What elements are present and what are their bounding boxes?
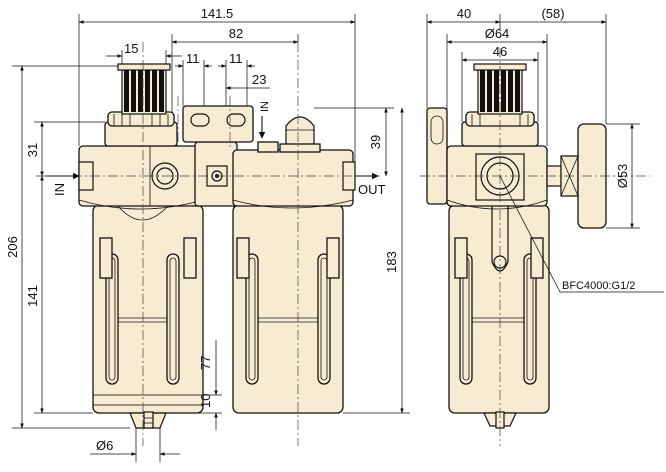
dim-lubricator-height: 183 xyxy=(343,107,410,414)
filter-guard-left xyxy=(99,237,113,279)
dim-text-lubricator-cap-height: 39 xyxy=(368,135,383,149)
knob-body xyxy=(121,65,167,115)
dim-drain-diameter: Ø6 xyxy=(90,428,180,462)
dim-gauge-depth: (58) xyxy=(500,6,607,124)
lubricator-plug xyxy=(257,141,279,153)
regulator-knob xyxy=(117,63,171,115)
dim-text-upper-height: 31 xyxy=(25,143,40,157)
dim-text-bowl-diameter: Ø64 xyxy=(485,26,510,41)
dim-overall-height: 206 xyxy=(5,65,130,429)
filter-drain-stem xyxy=(143,411,154,429)
connector-block xyxy=(182,105,254,207)
dim-text-lower-height: 141 xyxy=(25,285,40,307)
inlet-small-label: IN xyxy=(259,101,271,112)
dim-text-drain-gap-a: 10 xyxy=(198,394,213,408)
dim-overall-width: 141.5 xyxy=(78,6,356,162)
dim-text-drain-diameter: Ø6 xyxy=(96,438,113,453)
dim-inlet-outlet-span: 82 xyxy=(171,26,299,112)
front-view: IN OUT IN 141.5 82 15 xyxy=(5,6,410,462)
dim-knob-diameter: 46 xyxy=(461,44,539,122)
dim-text-overall-width: 141.5 xyxy=(201,6,234,21)
filter-bowl-base xyxy=(92,394,204,406)
dim-text-drain-gap-b: 77 xyxy=(198,356,213,370)
dim-text-mount-spacing-b: 11 xyxy=(229,51,243,66)
lubricator-guard-right xyxy=(326,237,340,279)
lubricator-guard-left xyxy=(236,237,250,279)
dim-text-bracket-depth: 40 xyxy=(457,6,471,21)
dim-text-lubricator-height: 183 xyxy=(384,251,399,273)
outlet-label: OUT xyxy=(358,182,386,197)
dim-knob-width: 15 xyxy=(106,41,182,64)
dim-text-knob-width: 15 xyxy=(124,41,138,56)
dim-drain-gap: 10 77 xyxy=(166,340,222,430)
dim-mount-offset: 23 xyxy=(225,72,270,90)
dim-text-mount-offset: 23 xyxy=(252,72,266,87)
dim-text-mount-spacing-a: 11 xyxy=(186,51,200,66)
filter-guard-right xyxy=(183,237,197,279)
port-callout-text: BFC4000:G1/2 xyxy=(562,280,635,292)
mounting-slot-right xyxy=(226,113,246,127)
side-bracket xyxy=(426,107,448,205)
dim-bowl-diameter: Ø64 xyxy=(446,26,548,146)
dim-gauge-diameter: Ø53 xyxy=(606,123,640,229)
port-callout: BFC4000:G1/2 xyxy=(499,175,664,293)
side-view: 40 (58) Ø64 46 Ø53 BFC4000:G1 xyxy=(420,6,664,446)
lubricator-head xyxy=(232,149,354,207)
dim-text-gauge-depth: (58) xyxy=(541,6,564,21)
dim-text-gauge-diameter: Ø53 xyxy=(615,164,630,189)
inlet-label: IN xyxy=(52,183,67,196)
dim-lower-height: 141 xyxy=(25,175,93,414)
dim-upper-height: 31 xyxy=(25,121,105,177)
dim-text-inlet-outlet-span: 82 xyxy=(229,26,243,41)
dim-text-knob-diameter: 46 xyxy=(493,44,507,59)
dim-text-overall-height: 206 xyxy=(5,236,20,258)
dim-bracket-depth: 40 xyxy=(426,6,501,108)
dim-mount-spacing: 11 11 xyxy=(175,51,255,106)
oil-fill-cap xyxy=(285,116,315,151)
lubricator-unit xyxy=(232,116,356,414)
mounting-slot-left xyxy=(190,113,210,127)
dim-lubricator-cap-height: 39 xyxy=(314,107,394,177)
